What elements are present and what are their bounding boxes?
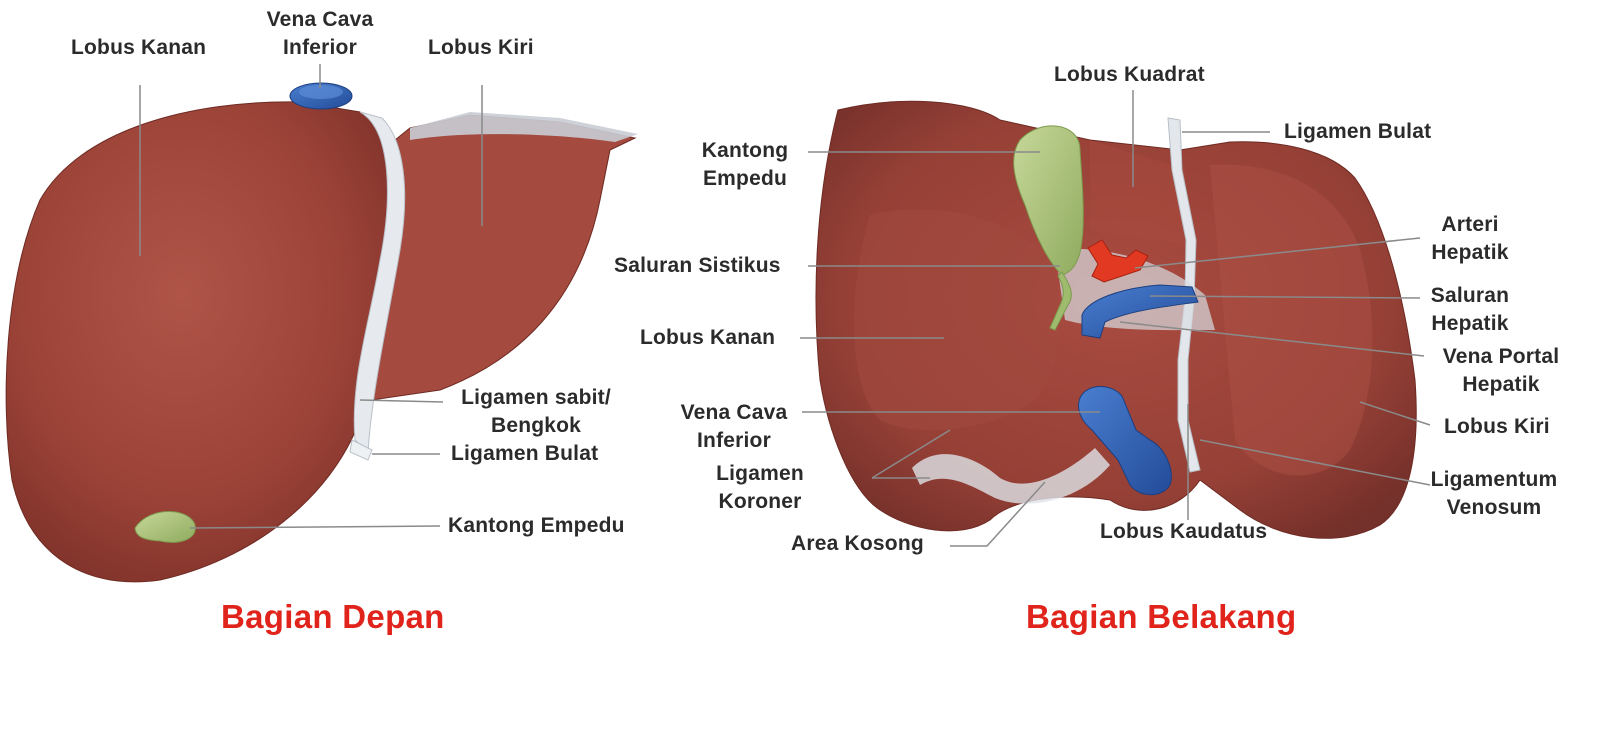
front-liver bbox=[6, 83, 638, 582]
front-right-lobe bbox=[6, 102, 395, 582]
label-back-vena-cava: Vena Cava Inferior bbox=[672, 399, 796, 455]
label-back-vena-portal-line1: Vena Portal bbox=[1430, 343, 1572, 371]
label-back-saluran-hep-line1: Saluran bbox=[1420, 282, 1520, 310]
label-back-area-kosong: Area Kosong bbox=[791, 530, 924, 558]
label-front-vena-cava-line1: Vena Cava bbox=[250, 6, 390, 34]
label-back-lobus-kiri: Lobus Kiri bbox=[1444, 413, 1550, 441]
label-front-kantong-empedu: Kantong Empedu bbox=[448, 512, 625, 540]
label-back-arteri-line1: Arteri bbox=[1420, 211, 1520, 239]
front-left-lobe bbox=[372, 115, 635, 400]
label-front-lobus-kiri: Lobus Kiri bbox=[428, 34, 534, 62]
label-front-ligamen-sabit-line2: Bengkok bbox=[446, 412, 626, 440]
right-lobe-region bbox=[854, 209, 1061, 430]
label-back-arteri-line2: Hepatik bbox=[1420, 239, 1520, 267]
label-back-ligamentum-line1: Ligamentum bbox=[1424, 466, 1564, 494]
label-back-vena-portal-line2: Hepatik bbox=[1430, 371, 1572, 399]
caption-front: Bagian Depan bbox=[221, 598, 445, 636]
label-back-ligamentum-line2: Venosum bbox=[1424, 494, 1564, 522]
label-back-lobus-kanan: Lobus Kanan bbox=[640, 324, 775, 352]
label-back-saluran-hepatik: Saluran Hepatik bbox=[1420, 282, 1520, 338]
label-back-lobus-kaudatus: Lobus Kaudatus bbox=[1100, 518, 1267, 546]
label-back-vena-cava-line1: Vena Cava bbox=[672, 399, 796, 427]
label-front-ligamen-sabit-line1: Ligamen sabit/ bbox=[446, 384, 626, 412]
label-front-ligamen-bulat: Ligamen Bulat bbox=[451, 440, 598, 468]
label-front-vena-cava: Vena Cava Inferior bbox=[250, 6, 390, 62]
label-back-koroner-line2: Koroner bbox=[700, 488, 820, 516]
label-back-saluran-sistikus: Saluran Sistikus bbox=[614, 252, 781, 280]
label-back-ligamen-bulat: Ligamen Bulat bbox=[1284, 118, 1431, 146]
label-front-vena-cava-line2: Inferior bbox=[250, 34, 390, 62]
label-back-kantong-empedu: Kantong Empedu bbox=[690, 137, 800, 193]
caption-back: Bagian Belakang bbox=[1026, 598, 1296, 636]
label-back-ligamentum-venosum: Ligamentum Venosum bbox=[1424, 466, 1564, 522]
label-back-saluran-hep-line2: Hepatik bbox=[1420, 310, 1520, 338]
label-back-ligamen-koroner: Ligamen Koroner bbox=[700, 460, 820, 516]
label-back-kantong-line2: Empedu bbox=[690, 165, 800, 193]
label-back-arteri-hepatik: Arteri Hepatik bbox=[1420, 211, 1520, 267]
label-back-kantong-line1: Kantong bbox=[690, 137, 800, 165]
label-back-vena-cava-line2: Inferior bbox=[672, 427, 796, 455]
back-liver bbox=[816, 101, 1416, 538]
label-front-ligamen-sabit: Ligamen sabit/ Bengkok bbox=[446, 384, 626, 440]
label-back-lobus-kuadrat: Lobus Kuadrat bbox=[1054, 61, 1205, 89]
label-back-koroner-line1: Ligamen bbox=[700, 460, 820, 488]
label-back-vena-portal: Vena Portal Hepatik bbox=[1430, 343, 1572, 399]
label-front-lobus-kanan: Lobus Kanan bbox=[71, 34, 206, 62]
